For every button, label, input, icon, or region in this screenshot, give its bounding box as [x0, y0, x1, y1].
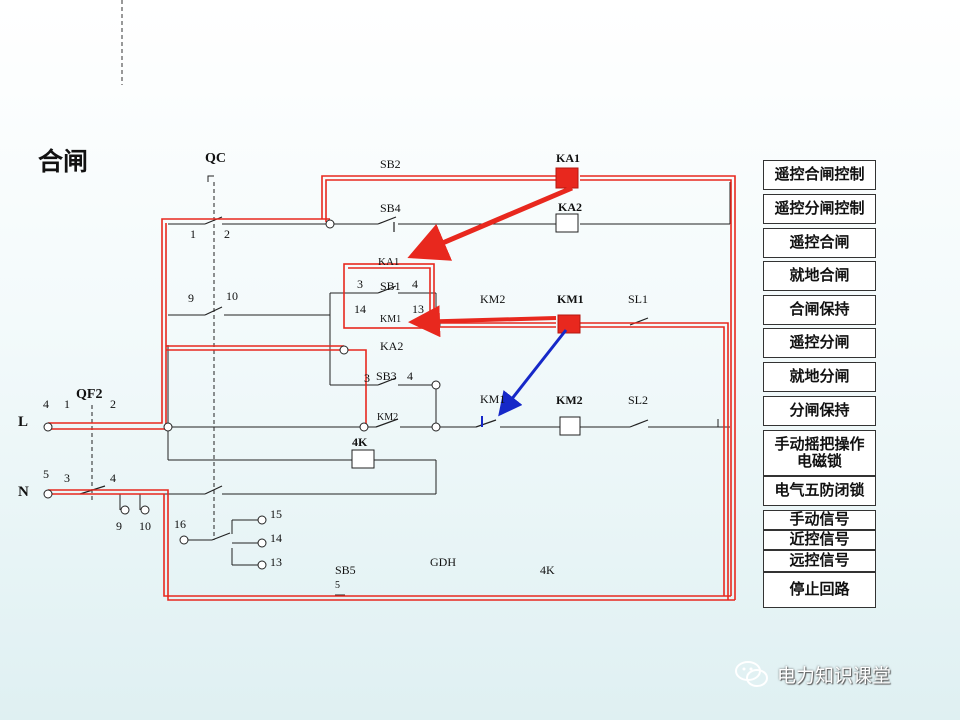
label-10: 10	[226, 289, 238, 303]
label-4: 4	[412, 277, 418, 291]
km2-coil	[559, 416, 581, 436]
menu-item-remote-signal[interactable]: 远控信号	[763, 550, 876, 572]
label-13: 13	[412, 302, 424, 316]
label-qf-4b: 4	[110, 471, 116, 485]
label-ka1-small: KA1	[378, 256, 399, 268]
label-sb3: SB3	[376, 369, 397, 383]
label-sl1: SL1	[628, 292, 648, 306]
label-ka1: KA1	[556, 151, 580, 165]
wechat-icon	[735, 661, 768, 687]
wiring	[48, 175, 731, 596]
ka2-coil	[555, 213, 579, 233]
label-qf-5: 5	[43, 467, 49, 481]
label-14b: 14	[270, 531, 282, 545]
contacts	[79, 216, 649, 541]
label-sb4: SB4	[380, 201, 401, 215]
label-2: 2	[224, 227, 230, 241]
label-4k: 4K	[352, 435, 368, 449]
label-km1-small: KM1	[380, 314, 401, 325]
label-km1-contact: KM1	[480, 392, 505, 406]
label-n: N	[18, 484, 29, 500]
menu-item-remote-open-control[interactable]: 遥控分闸控制	[763, 194, 876, 224]
label-3: 3	[357, 277, 363, 291]
ka1-coil	[555, 167, 579, 189]
menu-item-remote-open[interactable]: 遥控分闸	[763, 328, 876, 358]
page-title: 合闸	[38, 147, 89, 176]
label-sb2: SB2	[380, 157, 401, 171]
relay-4k-coil	[351, 449, 375, 469]
label-4k-bottom: 4K	[540, 563, 555, 577]
label-1: 1	[190, 227, 196, 241]
label-13b: 13	[270, 555, 282, 569]
label-km2-coil: KM2	[556, 393, 583, 407]
watermark-text: 电力知识课堂	[777, 664, 892, 687]
label-l: L	[18, 414, 28, 430]
menu-item-local-open[interactable]: 就地分闸	[763, 362, 876, 392]
label-qf-4: 4	[43, 397, 49, 411]
label-km2-left: KM2	[480, 292, 505, 306]
menu-item-local-close[interactable]: 就地合闸	[763, 261, 876, 291]
label-sb1: SB1	[380, 279, 401, 293]
label-14: 14	[354, 302, 366, 316]
red-arrow-2	[408, 305, 557, 338]
label-b10: 10	[139, 519, 151, 533]
blue-arrow	[498, 329, 568, 417]
energized-path	[48, 175, 736, 601]
label-qc: QC	[205, 151, 226, 166]
label-9: 9	[188, 291, 194, 305]
label-gdh: GDH	[430, 555, 456, 569]
watermark: 电力知识课堂	[735, 660, 891, 688]
label-sb5: SB5	[335, 563, 356, 577]
menu-item-open-hold[interactable]: 分闸保持	[763, 396, 876, 426]
menu-item-manual-signal[interactable]: 手动信号	[763, 510, 876, 530]
label-ka2: KA2	[558, 200, 582, 214]
label-qf-3: 3	[64, 471, 70, 485]
label-km2-small: KM2	[377, 412, 398, 423]
menu-item-remote-close[interactable]: 遥控合闸	[763, 228, 876, 258]
label-5: 5	[335, 580, 340, 591]
menu-item-stop-circuit[interactable]: 停止回路	[763, 572, 876, 608]
label-qf2: QF2	[76, 387, 102, 402]
label-4b: 4	[407, 369, 413, 383]
label-km1-coil: KM1	[557, 292, 584, 306]
label-qf-2: 2	[110, 397, 116, 411]
menu-item-local-signal[interactable]: 近控信号	[763, 530, 876, 550]
label-3b: 3	[364, 371, 370, 385]
label-b9: 9	[116, 519, 122, 533]
label-qf-1: 1	[64, 397, 70, 411]
label-ka2-contact: KA2	[380, 339, 403, 353]
menu-item-five-prevention-lock[interactable]: 电气五防闭锁	[763, 476, 876, 506]
menu-item-manual-crank-lock[interactable]: 手动摇把操作 电磁锁	[763, 430, 876, 476]
label-16: 16	[174, 517, 186, 531]
menu-item-close-hold[interactable]: 合闸保持	[763, 295, 876, 325]
label-15: 15	[270, 507, 282, 521]
menu-item-remote-close-control[interactable]: 遥控合闸控制	[763, 160, 876, 190]
terminals	[43, 219, 441, 570]
km1-coil	[557, 314, 581, 334]
label-sl2: SL2	[628, 393, 648, 407]
red-arrow	[407, 185, 573, 261]
